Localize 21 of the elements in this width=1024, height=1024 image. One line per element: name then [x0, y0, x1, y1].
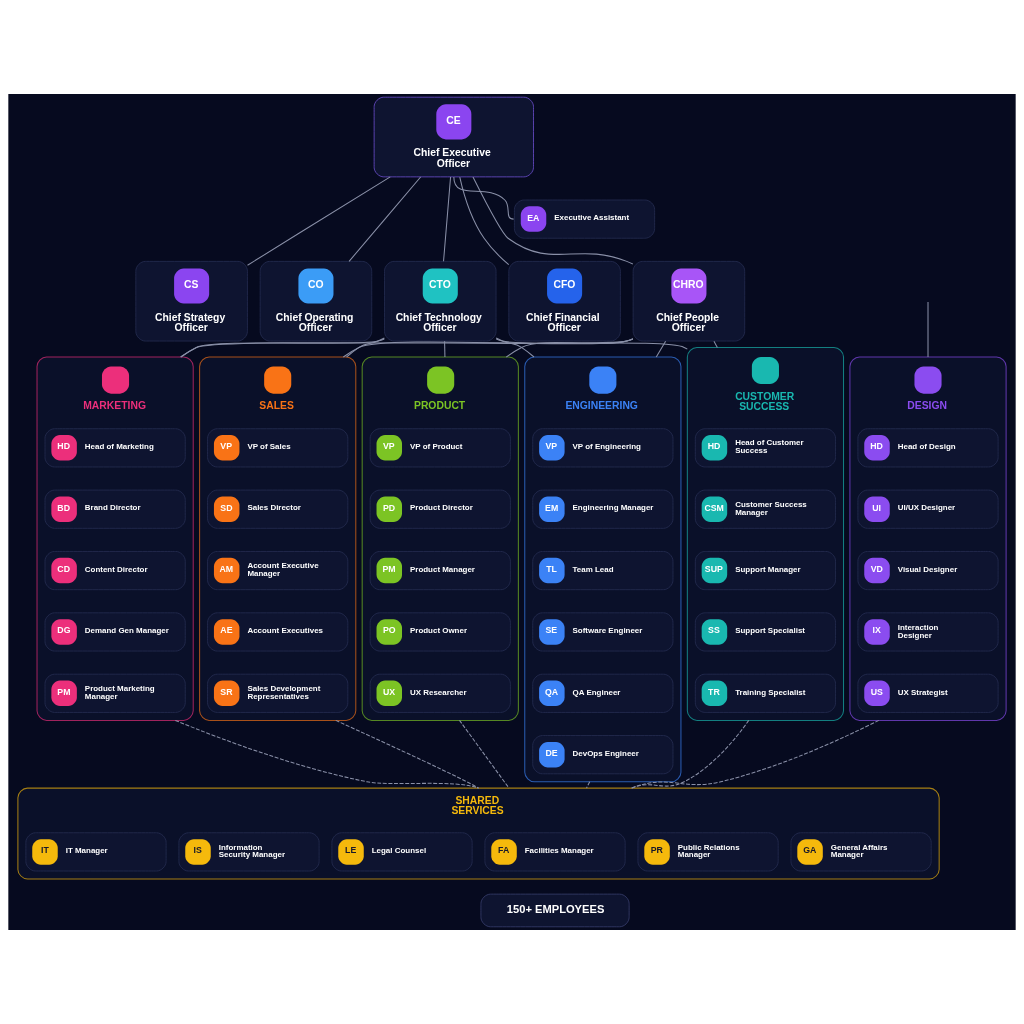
- connector: [247, 176, 391, 266]
- connector: [495, 338, 688, 350]
- connector: [927, 301, 929, 358]
- connector: [443, 176, 452, 262]
- connector: [631, 719, 880, 789]
- connector: [453, 176, 515, 220]
- connector: [335, 719, 480, 789]
- connector: [713, 340, 718, 348]
- connector: [348, 176, 422, 262]
- connector: [346, 337, 385, 358]
- connector: [174, 719, 480, 789]
- connector: [472, 176, 634, 265]
- connector: [459, 719, 510, 789]
- connector: [342, 338, 634, 358]
- connector: [459, 176, 510, 266]
- connector: [655, 340, 667, 358]
- connector: [631, 719, 750, 789]
- connector: [505, 338, 634, 358]
- connector: [180, 338, 634, 358]
- connector: [495, 337, 535, 358]
- connector: [586, 781, 591, 789]
